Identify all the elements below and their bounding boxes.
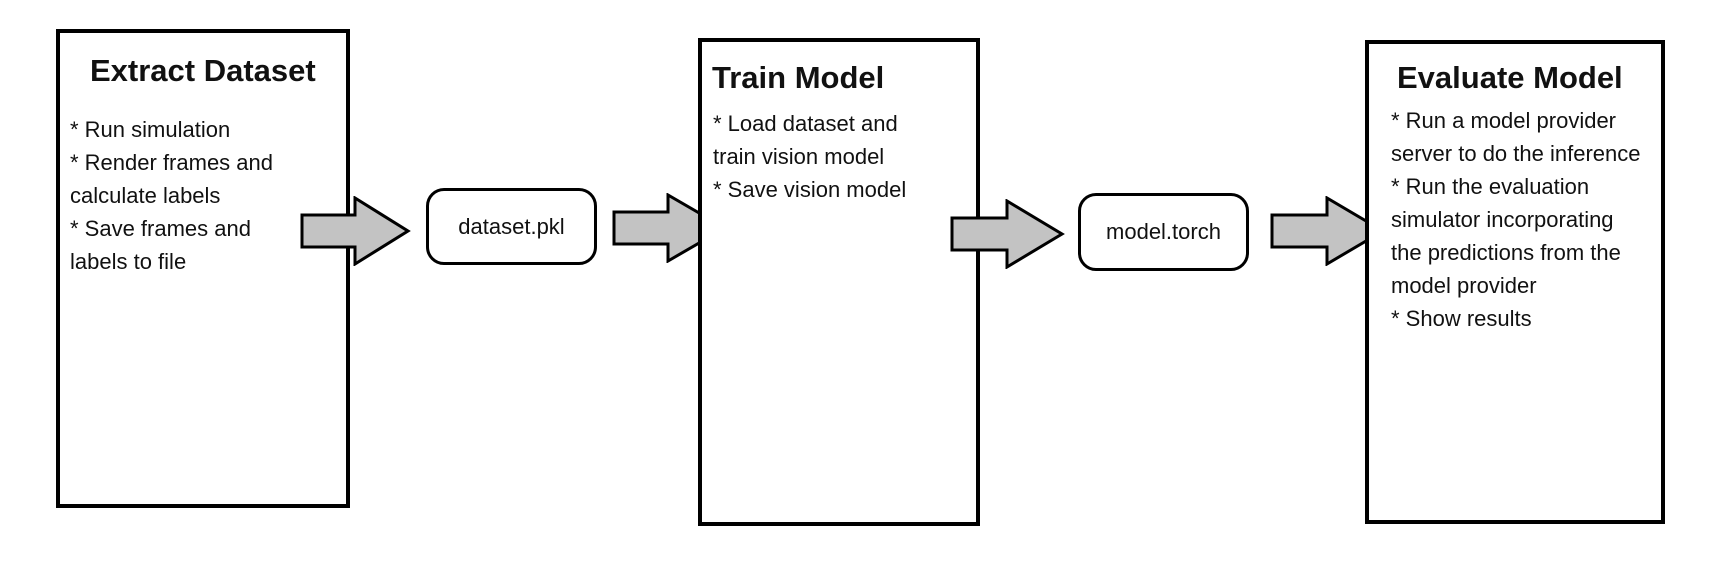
flow-arrow (1270, 196, 1386, 266)
stage-step-line: labels to file (70, 249, 187, 274)
stage-step-line: * Save vision model (713, 177, 907, 202)
stage-step-line: * Run a model provider (1391, 108, 1617, 133)
stage-step-line: model provider (1391, 273, 1537, 298)
artifact-dataset-pkl: dataset.pkl (426, 188, 597, 265)
stage-step-line: server to do the inference (1391, 141, 1641, 166)
flow-arrow (950, 199, 1066, 269)
stage-train-model (698, 38, 980, 526)
stage-title: Extract Dataset (90, 53, 316, 88)
stage-step-line: calculate labels (70, 183, 221, 208)
stage-evaluate-model (1365, 40, 1665, 524)
stage-step-line: * Run simulation (70, 117, 231, 142)
stage-step-line: train vision model (713, 144, 885, 169)
stage-step-line: * Show results (1391, 306, 1532, 331)
stage-step-line: * Render frames and (70, 150, 273, 175)
flow-arrow-shape (612, 193, 728, 263)
stage-title: Evaluate Model (1397, 60, 1623, 95)
artifact-model-torch: model.torch (1078, 193, 1249, 271)
stage-title: Train Model (712, 60, 885, 95)
flow-arrow (612, 193, 728, 263)
stage-extract-dataset (56, 29, 350, 508)
stage-step-line: * Run the evaluation (1391, 174, 1590, 199)
flow-arrow-shape (300, 196, 411, 266)
flow-arrow-shape (1270, 196, 1386, 266)
stage-step-line: * Save frames and (70, 216, 251, 241)
flow-arrow-shape (950, 199, 1065, 269)
flow-arrow (300, 196, 412, 266)
stage-step-line: the predictions from the (1391, 240, 1621, 265)
stage-step-line: simulator incorporating (1391, 207, 1614, 232)
stage-step-line: * Load dataset and (713, 111, 898, 136)
